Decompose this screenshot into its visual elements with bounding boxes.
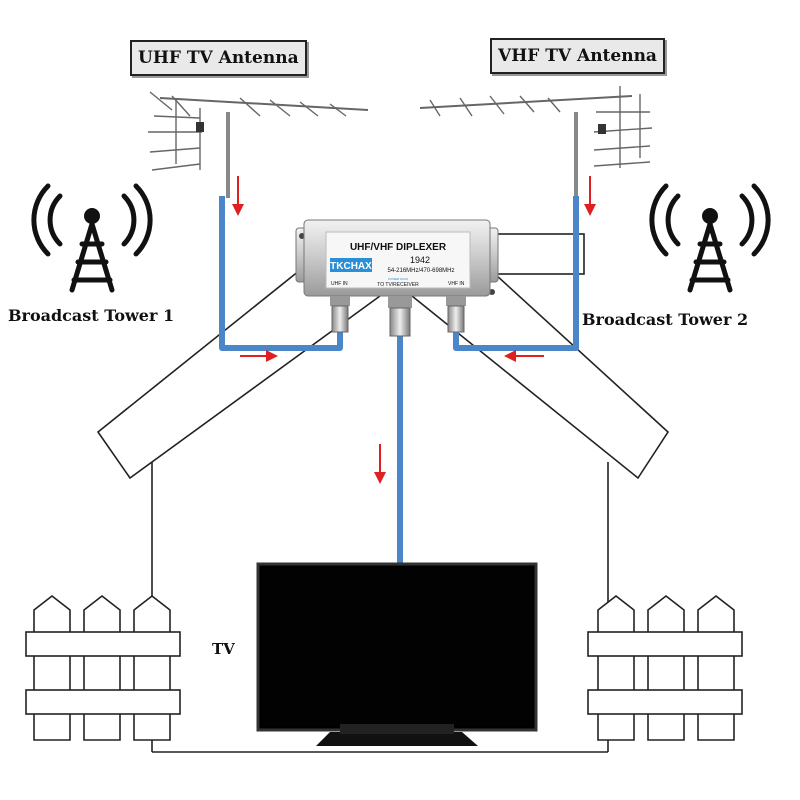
connector-tv — [388, 296, 412, 337]
diplexer-title: UHF/VHF DIPLEXER — [350, 242, 447, 253]
uhf-cable — [219, 196, 343, 351]
diplexer-power-pass: POWER PASS — [388, 277, 408, 281]
vhf-antenna-label: VHF TV Antenna — [490, 38, 665, 74]
vhf-antenna-icon — [419, 86, 653, 198]
tower-1-label: Broadcast Tower 1 — [8, 306, 175, 325]
broadcast-tower-1-icon — [31, 183, 153, 293]
connector-uhf — [330, 296, 350, 333]
broadcast-tower-2-icon — [649, 183, 771, 293]
arrow-down-icon — [584, 176, 596, 216]
tower-2-label: Broadcast Tower 2 — [582, 310, 749, 329]
bracket-box — [489, 233, 585, 275]
diplexer: TKCHAX UHF/VHF DIPLEXER 1942 54-216MHz/4… — [295, 219, 499, 337]
diplexer-freq: 54-216MHz/470-698MHz — [387, 268, 454, 274]
diplexer-vhf-in: VHF IN — [448, 281, 465, 287]
arrow-down-icon — [374, 444, 386, 484]
vhf-cable — [453, 196, 579, 351]
signal-arrows — [232, 176, 596, 484]
arrow-left-icon — [504, 350, 544, 362]
uhf-antenna-label: UHF TV Antenna — [130, 40, 307, 76]
diplexer-to-tv: TO TV/RECEIVER — [377, 282, 419, 288]
diplexer-uhf-in: UHF IN — [331, 281, 348, 287]
coax-cables — [219, 196, 579, 566]
connector-vhf — [446, 296, 466, 333]
fence-left — [25, 594, 181, 741]
diplexer-brand: TKCHAX — [330, 261, 372, 272]
uhf-antenna-icon — [148, 91, 369, 198]
diplexer-model: 1942 — [410, 255, 430, 265]
tv-icon — [256, 562, 538, 746]
arrow-down-icon — [232, 176, 244, 216]
fence-right — [587, 594, 743, 741]
arrow-right-icon — [240, 350, 278, 362]
tv-label: TV — [212, 640, 235, 658]
